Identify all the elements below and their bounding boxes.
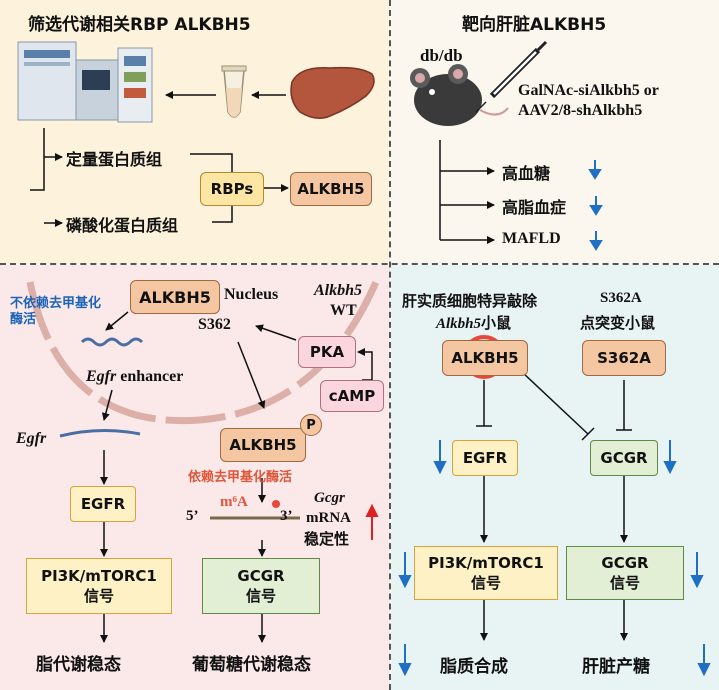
- liver-icon: [290, 66, 375, 119]
- gcgr-signal-box-p4: GCGR 信号: [566, 546, 684, 600]
- outcome-lipogenesis: 脂质合成: [440, 657, 508, 677]
- panel-liver-targeting: [391, 0, 719, 264]
- treatment-line1: GalNAc-siAlkbh5 or: [518, 82, 659, 99]
- alkbh5-wt-gene: Alkbh5: [314, 282, 363, 299]
- egfr-dna-icon: [59, 428, 141, 438]
- down-arrows: [398, 440, 711, 677]
- quant-proteomics-label: 定量蛋白质组: [66, 150, 163, 169]
- pi3k-signal-box-p4: PI3K/mTORC1 信号: [414, 546, 558, 600]
- ko-mouse-line2: Alkbh5小鼠: [436, 312, 511, 333]
- panel2-title: 靶向肝脏ALKBH5: [462, 15, 607, 35]
- s362-label: S362: [198, 316, 231, 333]
- egfr-gene-label: Egfr: [16, 430, 47, 447]
- egfr-enhancer-text: enhancer: [116, 368, 184, 385]
- outcome-glucose-homeostasis: 葡萄糖代谢稳态: [192, 655, 311, 675]
- wt-label: WT: [330, 302, 357, 319]
- mutant-mouse-line2: 点突变小鼠: [580, 314, 656, 332]
- phospho-mark: P: [300, 414, 322, 436]
- ko-mouse-line1: 肝实质细胞特异敲除: [402, 292, 538, 310]
- demethylase-dependent-label: 依赖去甲基化酶活: [188, 470, 293, 485]
- stability-label: 稳定性: [304, 530, 350, 548]
- pka-box: PKA: [298, 336, 356, 368]
- ko-gene: Alkbh5: [436, 316, 482, 332]
- ko-suffix: 小鼠: [481, 314, 512, 332]
- panel-knockout: [391, 265, 719, 690]
- mouse-icon: [410, 64, 509, 126]
- gcgr-mrna-gene: Gcgr: [314, 490, 345, 506]
- alkbh5-box-top: ALKBH5: [130, 280, 220, 314]
- mrna-label: mRNA: [306, 510, 351, 526]
- m6a-label: m⁶A: [220, 494, 248, 510]
- outcome-hepatic-glucose: 肝脏产糖: [582, 657, 650, 677]
- mass-spectrometer-icon: [17, 41, 153, 123]
- vertical-divider: [389, 0, 391, 690]
- rbps-box: RBPs: [200, 172, 264, 206]
- up-arrow-icon: [365, 503, 379, 540]
- five-prime-label: 5’: [186, 508, 199, 524]
- pi3k-signal-box-p3: PI3K/mTORC1 信号: [26, 558, 172, 614]
- alkbh5-phospho-box: ALKBH5: [220, 428, 306, 462]
- tube-icon: [221, 65, 247, 118]
- mutant-mouse-line1: S362A: [600, 290, 642, 306]
- m6a-dot: [272, 500, 280, 508]
- panel-mechanism: [0, 265, 390, 690]
- outcome-hyperlipidemia: 高脂血症: [502, 198, 567, 217]
- egfr-box-p4: EGFR: [452, 440, 518, 476]
- outcome-lipid-homeostasis: 脂代谢稳态: [36, 655, 121, 675]
- gcgr-signal-box-p3: GCGR 信号: [202, 558, 320, 614]
- s362a-box: S362A: [582, 340, 666, 376]
- demethylase-independent-label: 不依赖去甲基化 酶活: [10, 296, 102, 327]
- treatment-line2: AAV2/8-shAlkbh5: [518, 102, 643, 119]
- syringe-icon: [475, 40, 548, 113]
- outcome-mafld: MAFLD: [502, 230, 561, 247]
- alkbh5-box-p4: ALKBH5: [442, 340, 528, 376]
- mouse-label: db/db: [420, 46, 463, 65]
- egfr-enhancer-label: Egfr enhancer: [86, 368, 183, 386]
- gcgr-box-p4: GCGR: [590, 440, 658, 476]
- egfr-box-p3: EGFR: [70, 486, 136, 522]
- horizontal-divider: [0, 263, 719, 265]
- alkbh5-box-p1: ALKBH5: [290, 172, 372, 206]
- three-prime-label: 3’: [280, 508, 293, 524]
- phospho-proteomics-label: 磷酸化蛋白质组: [66, 216, 179, 235]
- outcome-hyperglycemia: 高血糖: [502, 164, 551, 183]
- panel1-title: 筛选代谢相关RBP ALKBH5: [28, 15, 251, 35]
- egfr-enhancer-gene: Egfr: [86, 368, 117, 385]
- camp-box: cAMP: [320, 380, 384, 412]
- nucleus-label: Nucleus: [224, 286, 279, 303]
- dna-icon: [80, 337, 144, 347]
